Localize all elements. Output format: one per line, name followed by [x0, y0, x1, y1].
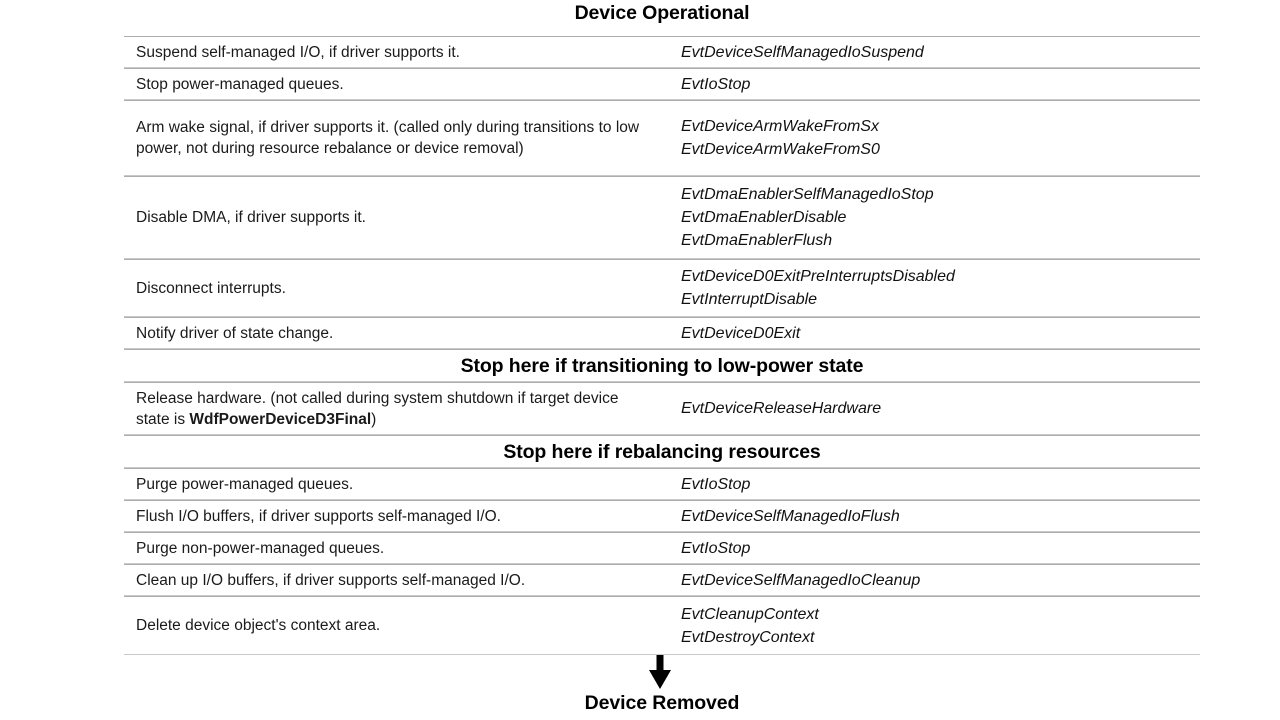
step-task: Stop power-managed queues.	[136, 75, 344, 93]
step-task: Suspend self-managed I/O, if driver supp…	[136, 43, 460, 61]
step-callbacks: EvtDmaEnablerSelfManagedIoStop EvtDmaEna…	[651, 183, 1200, 252]
callback-name: EvtIoStop	[681, 475, 751, 493]
step-callbacks: EvtIoStop	[651, 473, 1200, 496]
step-task: Disconnect interrupts.	[136, 279, 286, 297]
callback-name: EvtInterruptDisable	[681, 291, 818, 308]
banner-label: Stop here if rebalancing resources	[503, 440, 821, 463]
callback-name: EvtCleanupContext	[681, 605, 819, 623]
table-row: Flush I/O buffers, if driver supports se…	[124, 500, 1200, 532]
table-row: Notify driver of state change. EvtDevice…	[124, 317, 1200, 349]
callback-name: EvtDmaEnablerFlush	[681, 232, 833, 249]
table-row-release-hardware: Release hardware. (not called during sys…	[124, 382, 1200, 435]
callback-name: EvtDeviceArmWakeFromS0	[681, 141, 880, 158]
callback-name: EvtDeviceD0ExitPreInterruptsDisabled	[681, 268, 955, 285]
step-callbacks: EvtDeviceD0Exit	[651, 322, 1200, 345]
table-row: Arm wake signal, if driver supports it. …	[124, 100, 1200, 176]
step-task: Disable DMA, if driver supports it.	[136, 209, 366, 226]
step-callbacks: EvtIoStop	[651, 73, 1200, 96]
callback-name: EvtIoStop	[681, 75, 751, 93]
step-callbacks: EvtDeviceSelfManagedIoFlush	[651, 505, 1200, 528]
table-row: Delete device object's context area. Evt…	[124, 596, 1200, 655]
step-callbacks: EvtDeviceD0ExitPreInterruptsDisabled Evt…	[651, 265, 1200, 311]
callback-name: EvtDeviceSelfManagedIoCleanup	[681, 571, 921, 589]
task-bold-term: WdfPowerDeviceD3Final	[189, 410, 372, 428]
banner-label: Stop here if transitioning to low-power …	[460, 354, 864, 377]
step-callbacks: EvtDeviceSelfManagedIoCleanup	[651, 569, 1200, 592]
banner-stop-low-power: Stop here if transitioning to low-power …	[124, 349, 1200, 382]
step-task: Purge non-power-managed queues.	[136, 539, 385, 557]
step-task: Flush I/O buffers, if driver supports se…	[136, 507, 501, 525]
table-row: Purge non-power-managed queues. EvtIoSto…	[124, 532, 1200, 564]
callback-name: EvtIoStop	[681, 539, 751, 557]
step-task: Delete device object's context area.	[136, 617, 381, 634]
state-label-device-removed: Device Removed	[584, 692, 740, 714]
callback-name: EvtDmaEnablerSelfManagedIoStop	[681, 186, 934, 203]
step-callbacks: EvtDeviceReleaseHardware	[651, 397, 1200, 420]
callback-name: EvtDeviceSelfManagedIoFlush	[681, 507, 900, 525]
table-row: Stop power-managed queues. EvtIoStop	[124, 68, 1200, 100]
step-callbacks: EvtDeviceArmWakeFromSx EvtDeviceArmWakeF…	[651, 115, 1200, 161]
step-callbacks: EvtDeviceSelfManagedIoSuspend	[651, 41, 1200, 64]
step-callbacks: EvtIoStop	[651, 537, 1200, 560]
table-row: Suspend self-managed I/O, if driver supp…	[124, 36, 1200, 68]
step-callbacks: EvtCleanupContext EvtDestroyContext	[651, 603, 1200, 649]
banner-stop-rebalance: Stop here if rebalancing resources	[124, 435, 1200, 468]
table-row: Disable DMA, if driver supports it. EvtD…	[124, 176, 1200, 259]
callback-name: EvtDeviceSelfManagedIoSuspend	[681, 43, 924, 61]
arrow-head-icon	[649, 670, 671, 689]
removal-steps-table: Suspend self-managed I/O, if driver supp…	[124, 36, 1200, 655]
callback-name: EvtDeviceD0Exit	[681, 324, 801, 342]
task-suffix: )	[371, 410, 377, 428]
state-label-device-operational: Device Operational	[574, 2, 750, 24]
table-row: Purge power-managed queues. EvtIoStop	[124, 468, 1200, 500]
callback-name: EvtDestroyContext	[681, 628, 815, 646]
step-task: Release hardware. (not called during sys…	[124, 388, 651, 430]
task-prefix: Release hardware. (not called during sys…	[136, 389, 619, 428]
callback-name: EvtDeviceReleaseHardware	[681, 400, 882, 417]
callback-name: EvtDeviceArmWakeFromSx	[681, 118, 879, 135]
callback-name: EvtDmaEnablerDisable	[681, 209, 847, 226]
table-row: Disconnect interrupts. EvtDeviceD0ExitPr…	[124, 259, 1200, 317]
step-task: Notify driver of state change.	[136, 324, 334, 342]
table-row: Clean up I/O buffers, if driver supports…	[124, 564, 1200, 596]
step-task: Arm wake signal, if driver supports it. …	[136, 119, 640, 157]
step-task: Purge power-managed queues.	[136, 475, 354, 493]
step-task: Clean up I/O buffers, if driver supports…	[136, 571, 526, 589]
